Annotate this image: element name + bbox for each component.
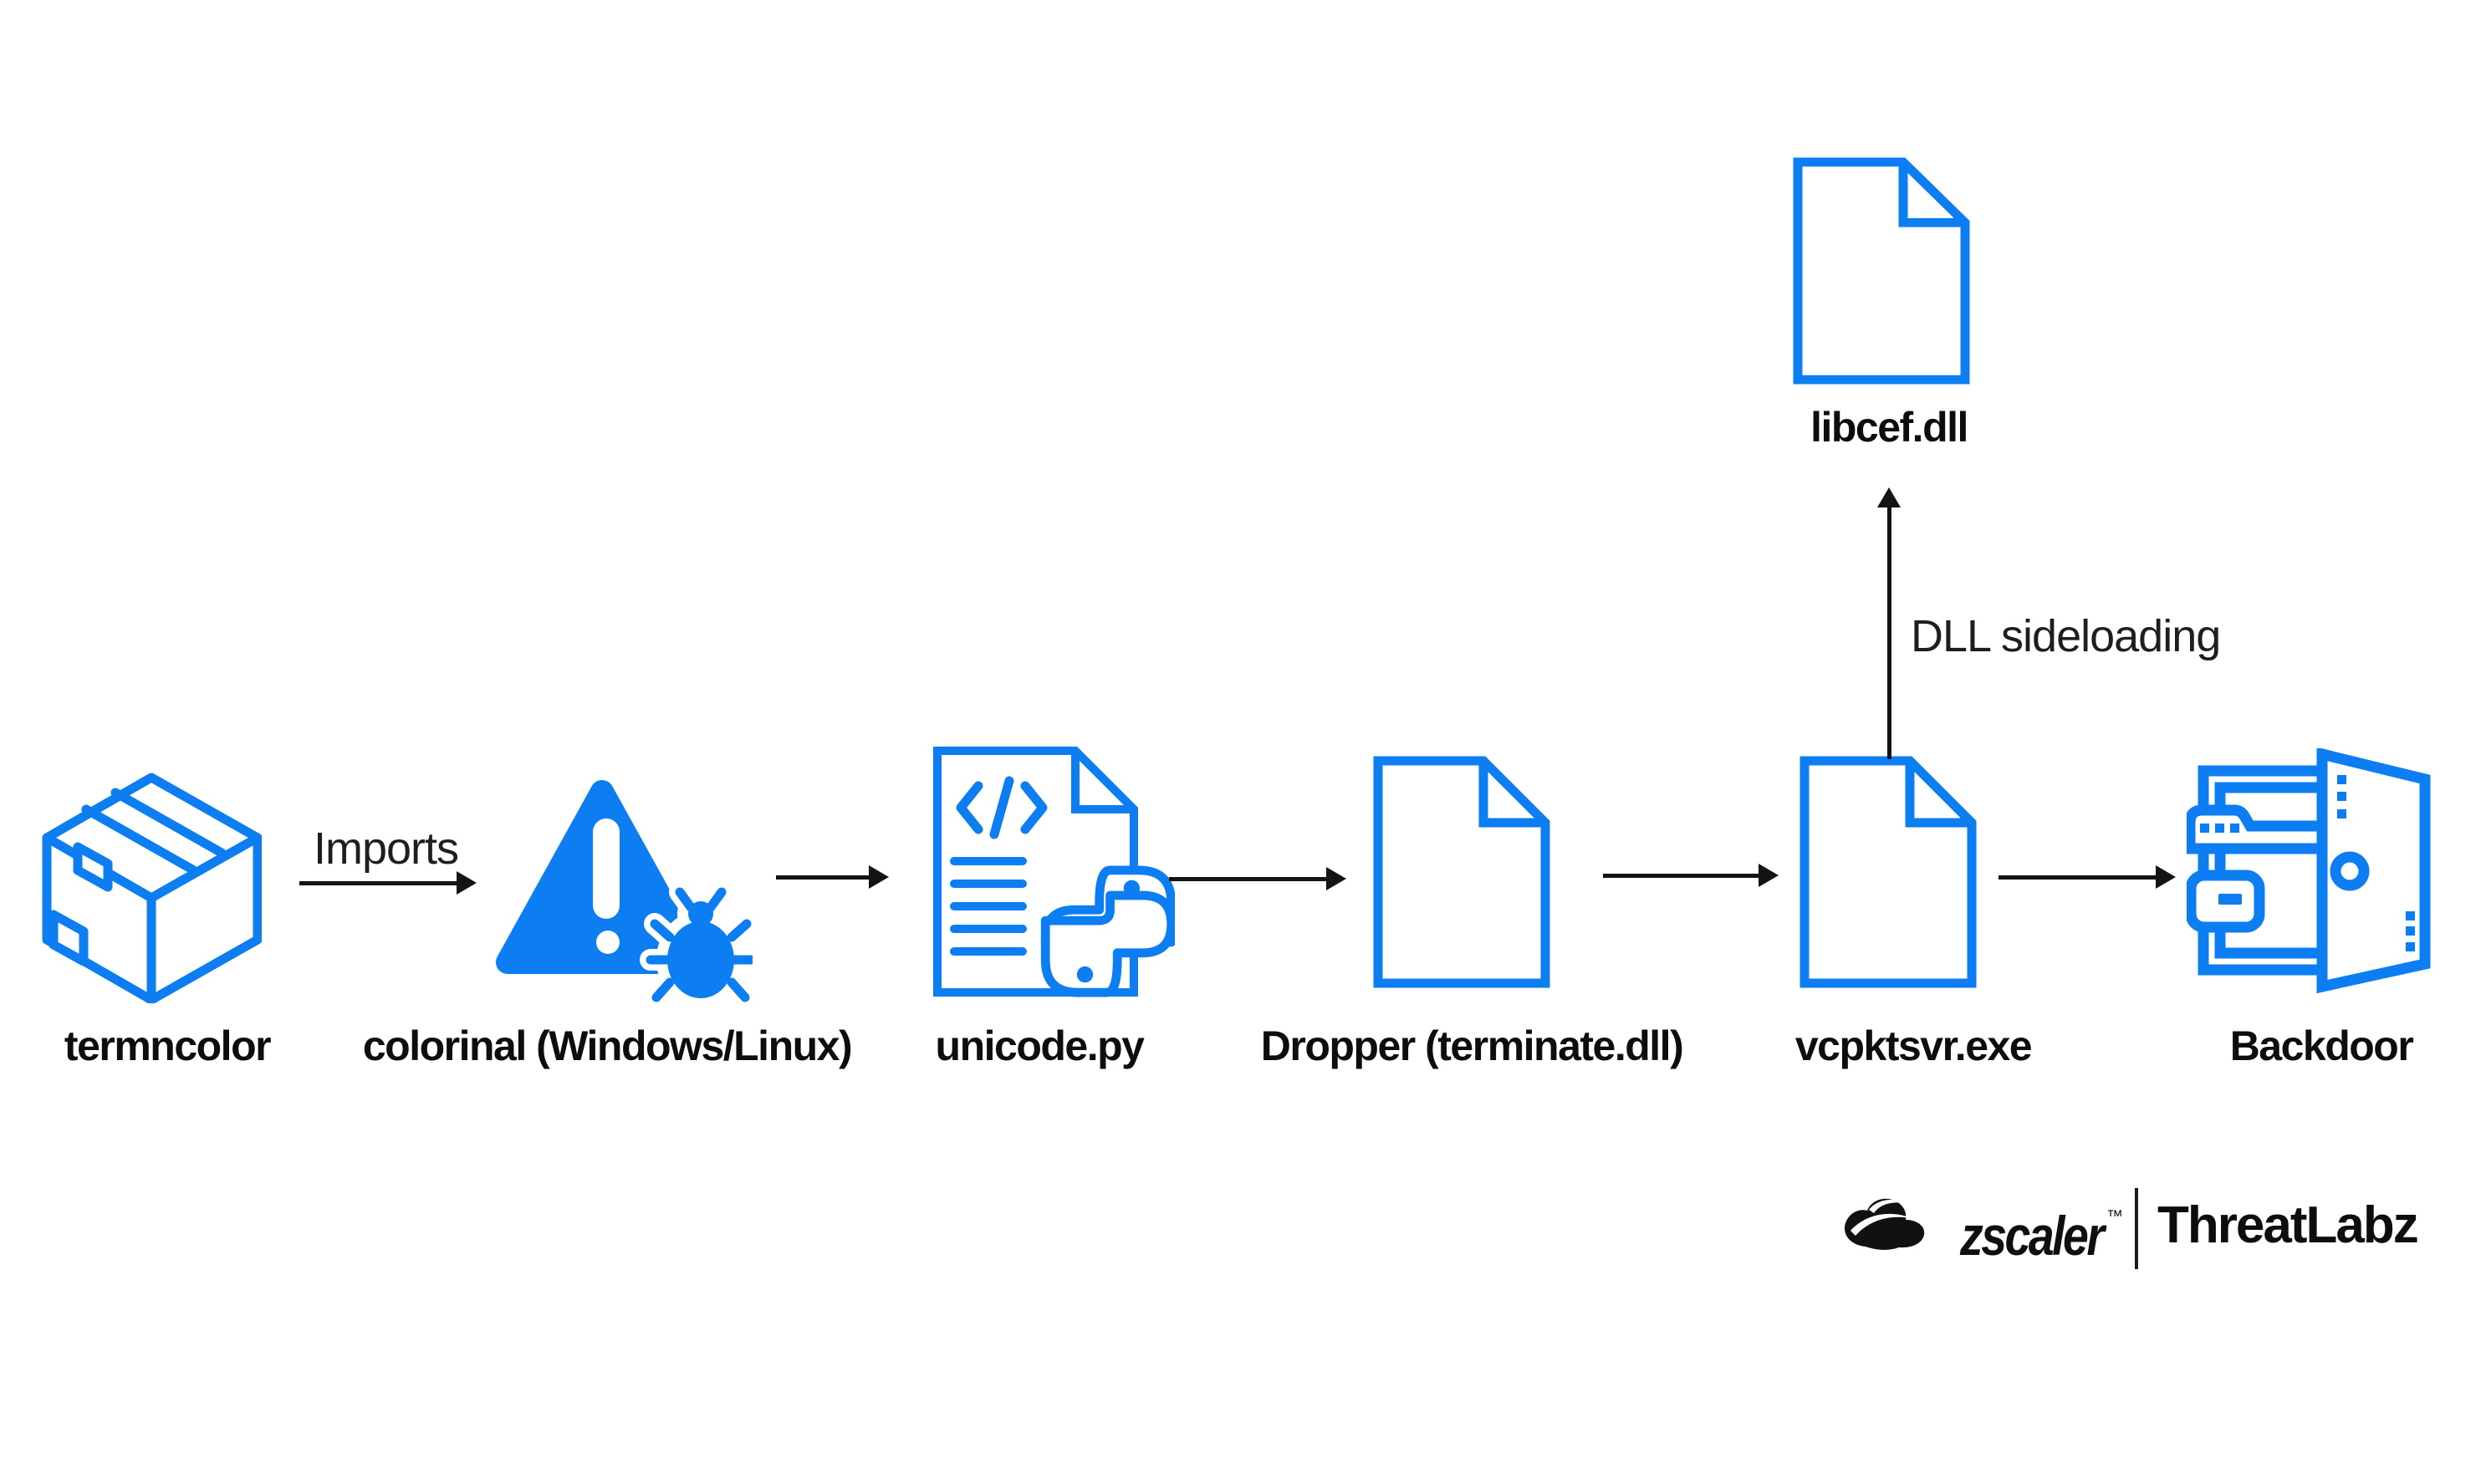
arrow-dropper-to-vcpktsvr — [1603, 864, 1779, 887]
backdoor-open-door-icon — [2187, 748, 2438, 995]
edge-label-imports: Imports — [314, 824, 459, 874]
node-label-vcpktsvr: vcpktsvr.exe — [1794, 1022, 2033, 1069]
arrow-colorinal-to-unicodepy — [776, 865, 889, 889]
malware-warning-bug-icon — [489, 773, 753, 1003]
node-label-backdoor: Backdoor — [2229, 1022, 2414, 1069]
arrow-vcpktsvr-to-libcef — [1877, 487, 1901, 759]
brand-divider — [2135, 1188, 2138, 1269]
arrow-vcpktsvr-to-backdoor — [1998, 865, 2176, 889]
zscaler-cloud-logo-icon — [1840, 1196, 1931, 1251]
file-icon — [1791, 157, 1980, 385]
file-icon — [1371, 756, 1560, 988]
node-label-colorinal: colorinal (Windows/Linux) — [362, 1022, 853, 1069]
python-script-file-icon — [932, 744, 1175, 999]
trademark-symbol: ™ — [2106, 1207, 2123, 1226]
node-label-termncolor: termncolor — [64, 1022, 272, 1069]
node-label-unicode-py: unicode.py — [935, 1022, 1145, 1069]
node-label-dropper: Dropper (terminate.dll) — [1260, 1022, 1684, 1069]
arrow-unicodepy-to-dropper — [1169, 867, 1346, 890]
python-logo-icon — [1040, 865, 1175, 997]
edge-label-dll-sideloading: DLL sideloading — [1911, 611, 2221, 661]
zscaler-wordmark: zscaler — [1960, 1205, 2105, 1267]
package-icon — [40, 771, 262, 1003]
threatlabz-wordmark: ThreatLabz — [2157, 1196, 2419, 1254]
file-icon — [1798, 756, 1987, 988]
arrow-termncolor-to-colorinal — [299, 871, 477, 895]
node-label-libcef: libcef.dll — [1810, 404, 1968, 451]
